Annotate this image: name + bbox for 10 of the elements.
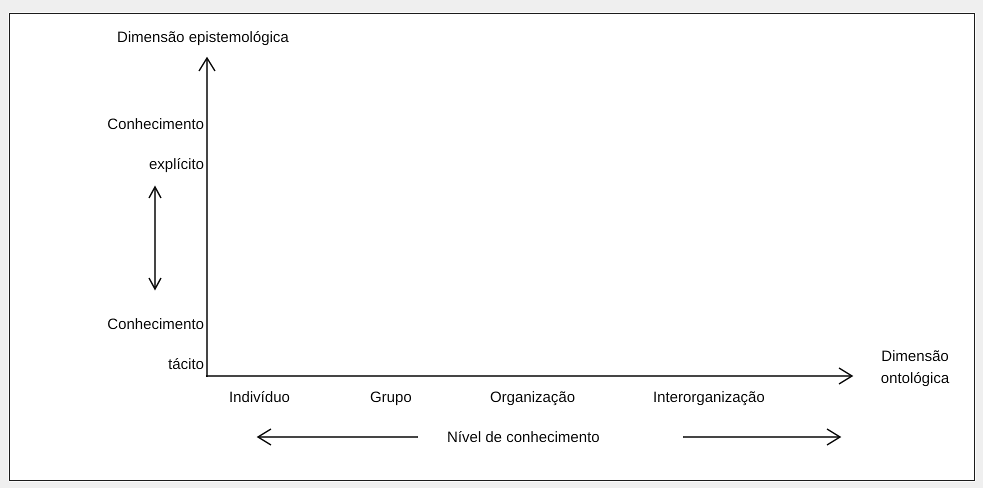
level-label: Interorganização <box>653 388 765 408</box>
axis-label: Conhecimento explícito <box>107 115 204 175</box>
scale-title: Nível de conhecimento <box>447 428 600 448</box>
axis-title: Dimensão epistemológica <box>117 28 289 48</box>
double-arrow <box>148 186 162 290</box>
level-label: Indivíduo <box>229 388 290 408</box>
axis-title: Dimensão ontológica <box>880 347 950 389</box>
level-label: Organização <box>490 388 576 408</box>
level-label: Grupo <box>370 388 412 408</box>
axis-label: Conhecimento tácito <box>107 315 204 375</box>
